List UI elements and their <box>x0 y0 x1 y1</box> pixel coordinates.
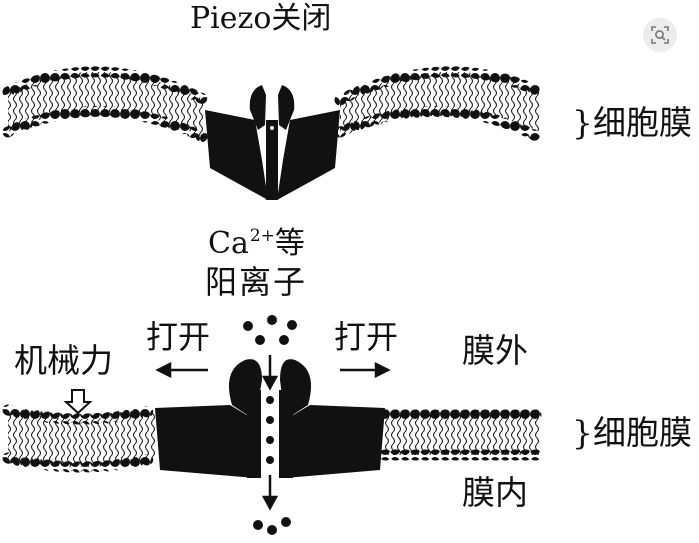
ion-label-line2: 阳离子 <box>205 263 308 301</box>
open-state <box>2 315 546 535</box>
mechanical-force-label: 机械力 <box>14 341 113 380</box>
ion-symbol: Ca <box>208 226 249 261</box>
membrane-label-bottom: }细胞膜 <box>572 413 692 452</box>
open-label-left: 打开 <box>146 318 211 356</box>
channel-pore-dots <box>270 98 274 130</box>
open-arrow-right <box>340 361 391 379</box>
ion-flow-arrows <box>261 355 279 511</box>
membrane-bottom-left <box>2 404 161 473</box>
image-search-icon <box>651 26 669 44</box>
calcium-ions <box>243 315 297 535</box>
closed-state <box>2 66 546 200</box>
membrane-bottom-right <box>379 409 546 461</box>
membrane-label-top: }细胞膜 <box>572 103 692 142</box>
force-arrow <box>63 389 93 415</box>
open-arrow-left <box>155 361 208 379</box>
inside-membrane-label: 膜内 <box>462 473 528 512</box>
outside-membrane-label: 膜外 <box>462 331 528 370</box>
membrane-top-left <box>2 66 211 144</box>
piezo-channel-closed <box>205 85 340 200</box>
ion-suffix: 等 <box>274 226 305 261</box>
open-label-right: 打开 <box>334 318 399 356</box>
ion-label-line1: Ca2+等 <box>208 228 305 259</box>
piezo-channel-open <box>155 359 385 478</box>
membrane-top-right <box>334 66 546 144</box>
ion-charge: 2+ <box>249 226 275 246</box>
diagram-title: Piezo关闭 <box>190 1 332 36</box>
image-search-button[interactable] <box>643 18 677 52</box>
